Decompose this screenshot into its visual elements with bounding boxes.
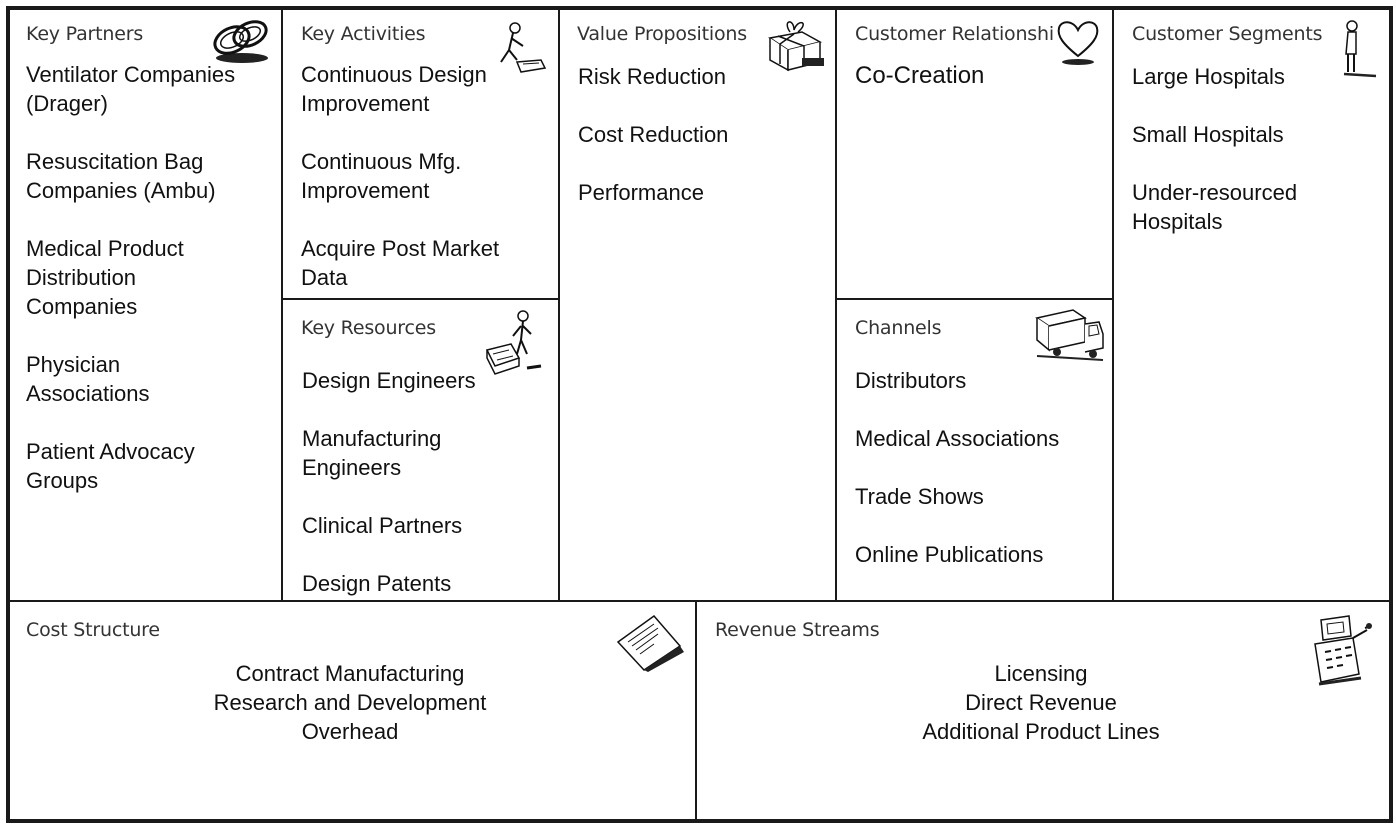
divider [836, 298, 1113, 300]
divider [1112, 8, 1114, 602]
list-item: Performance [578, 180, 704, 205]
divider [695, 601, 697, 821]
divider [281, 8, 283, 602]
key-resources-block: Key Resources Design Engineers Manufactu… [283, 300, 558, 600]
list-item: Online Publications [855, 542, 1044, 567]
list-item: Research and Development [213, 690, 487, 715]
list-item: Cost Reduction [578, 122, 729, 147]
worker-icon [491, 20, 547, 78]
divider [835, 8, 837, 602]
gift-icon [764, 14, 828, 74]
list-item: Licensing [994, 661, 1088, 686]
list-item: Medical Associations [855, 426, 1060, 451]
person-icon [1336, 18, 1380, 78]
factory-worker-icon [483, 308, 549, 378]
cost-structure-block: Cost Structure Contract Manufacturing Re… [10, 602, 695, 821]
key-partners-list: Ventilator Companies (Drager) Resuscitat… [26, 60, 276, 524]
channels-block: Channels Distributors Medical Associatio… [837, 300, 1112, 600]
list-item: Design Patents [302, 571, 452, 596]
truck-icon [1033, 306, 1107, 366]
customer-segments-list: Large Hospitals Small Hospitals Under-re… [1132, 62, 1382, 265]
list-item: Small Hospitals [1132, 122, 1284, 147]
list-item: Overhead [301, 719, 399, 744]
list-item: Patient Advocacy Groups [26, 439, 195, 493]
customer-segments-title: Customer Segments [1132, 23, 1323, 45]
list-item: Additional Product Lines [922, 719, 1160, 744]
list-item: Medical Product Distribution Companies [26, 236, 184, 319]
list-item: Acquire Post Market Data [301, 236, 500, 290]
customer-relationships-block: Customer Relationships Co-Creation [837, 10, 1112, 298]
receipt-icon [614, 612, 686, 672]
list-item: Distributors [855, 368, 967, 393]
list-item: Manufacturing Engineers [302, 426, 442, 480]
list-item: Contract Manufacturing [235, 661, 465, 686]
list-item: Trade Shows [855, 484, 984, 509]
value-propositions-list: Risk Reduction Cost Reduction Performanc… [578, 62, 828, 236]
list-item: Design Engineers [302, 368, 476, 393]
divider [8, 600, 1390, 602]
customer-segments-block: Customer Segments Large Hospitals Small … [1114, 10, 1389, 600]
key-activities-list: Continuous Design Improvement Continuous… [301, 60, 551, 298]
list-item: Clinical Partners [302, 513, 463, 538]
key-activities-title: Key Activities [301, 23, 426, 45]
cash-register-icon [1309, 612, 1375, 692]
list-item: Risk Reduction [578, 64, 726, 89]
list-item: Physician Associations [26, 352, 150, 406]
list-item: Ventilator Companies (Drager) [26, 62, 236, 116]
value-propositions-title: Value Propositions [577, 23, 747, 45]
cost-structure-list: Contract Manufacturing Research and Deve… [150, 659, 550, 746]
customer-relationships-title: Customer Relationships [855, 23, 1076, 45]
list-item: Continuous Design Improvement [301, 62, 487, 116]
list-item: Direct Revenue [965, 690, 1117, 715]
list-item: Continuous Mfg. Improvement [301, 149, 462, 203]
key-partners-title: Key Partners [26, 23, 144, 45]
key-resources-title: Key Resources [301, 317, 436, 339]
list-item: Large Hospitals [1132, 64, 1285, 89]
revenue-streams-block: Revenue Streams Licensing Direct Revenue… [697, 602, 1389, 821]
channels-title: Channels [855, 317, 942, 339]
list-item: Under-resourced Hospitals [1132, 180, 1298, 234]
divider [282, 298, 559, 300]
channels-list: Distributors Medical Associations Trade … [855, 366, 1105, 598]
value-propositions-block: Value Propositions Risk Reduction Cost R… [560, 10, 835, 600]
list-item: Co-Creation [855, 62, 985, 89]
chain-link-icon [208, 14, 272, 66]
key-resources-list: Design Engineers Manufacturing Engineers… [302, 366, 552, 600]
cost-structure-title: Cost Structure [26, 619, 160, 641]
key-partners-block: Key Partners Ventilator Companies (Drage… [10, 10, 281, 600]
list-item: Resuscitation Bag Companies (Ambu) [26, 149, 216, 203]
revenue-streams-title: Revenue Streams [715, 619, 880, 641]
customer-relationships-list: Co-Creation [855, 61, 1105, 119]
revenue-streams-list: Licensing Direct Revenue Additional Prod… [841, 659, 1241, 746]
heart-icon [1053, 16, 1103, 66]
key-activities-block: Key Activities Continuous Design Improve… [283, 10, 558, 298]
divider [558, 8, 560, 602]
